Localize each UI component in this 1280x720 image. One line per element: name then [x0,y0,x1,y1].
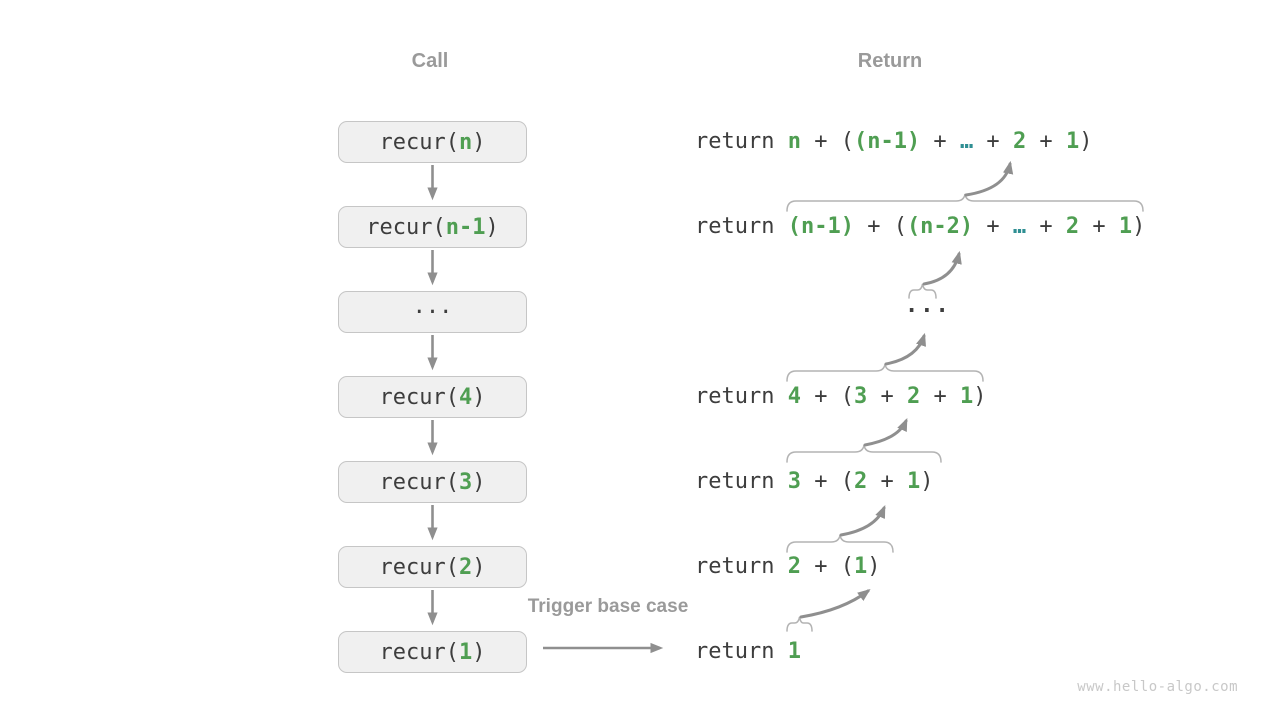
brace-line-6 [786,534,894,553]
return-arrow-6-to-5 [839,505,886,537]
call-box: recur(2) [338,546,527,588]
return-arrow-dots-to-2 [922,250,962,286]
code-segment: 2 [787,554,801,579]
code-segment: recur( [379,469,459,495]
code-segment: + [973,129,1013,154]
code-segment: 1 [906,469,921,494]
return-line: return n + ((n-1) + … + 2 + 1) [695,126,1092,158]
code-segment: (n-1) [853,129,921,154]
code-segment: + [920,384,960,409]
code-segment: return [695,469,788,494]
call-box: ··· [338,291,527,333]
code-segment: ) [1079,129,1093,154]
code-segment: + [867,384,907,409]
code-segment: 2 [906,384,921,409]
code-segment: ) [1132,214,1146,239]
code-segment: 4 [787,384,801,409]
return-arrow-2-to-1 [964,160,1014,197]
code-segment: 2 [458,554,473,580]
return-line: ··· [905,296,951,328]
code-segment: ) [472,384,486,410]
code-segment: recur( [366,214,446,240]
code-segment: recur( [379,554,459,580]
code-segment: return [695,639,788,664]
return-line: return 4 + (3 + 2 + 1) [695,381,986,413]
code-segment: + ( [800,469,854,494]
code-segment: return [695,554,788,579]
code-segment: 1 [959,384,974,409]
code-segment: ) [472,639,486,665]
call-box: recur(1) [338,631,527,673]
code-segment: 1 [458,639,473,665]
code-segment: + ( [853,214,907,239]
code-segment: + [1079,214,1119,239]
code-segment: ) [867,554,881,579]
code-segment: ) [485,214,499,240]
code-segment: ) [920,469,934,494]
code-segment: ··· [905,299,951,324]
return-arrow-4-to-dots [884,332,926,366]
code-segment: 1 [1118,214,1133,239]
code-segment: return [695,214,788,239]
brace-line-5 [786,444,942,463]
code-segment: ) [472,469,486,495]
return-arrow-5-to-4 [863,418,908,447]
code-segment: 2 [1012,129,1027,154]
code-segment: + [973,214,1013,239]
code-segment: recur( [379,129,459,155]
code-segment: ) [472,554,486,580]
brace-line-4 [786,363,984,382]
return-value-arrows [799,160,1014,619]
code-segment: 3 [458,469,473,495]
code-segment: + ( [800,129,854,154]
code-segment: recur( [379,639,459,665]
code-segment: recur( [379,384,459,410]
code-segment: ··· [412,299,453,325]
trigger-base-case-label: Trigger base case [527,596,689,617]
code-segment: 1 [787,639,801,664]
code-segment: 4 [458,384,473,410]
code-segment: return [695,129,788,154]
call-box: recur(n) [338,121,527,163]
code-segment: ) [472,129,486,155]
code-segment: 1 [853,554,868,579]
code-segment: 2 [1065,214,1080,239]
call-column-header: Call [411,50,449,72]
call-box: recur(4) [338,376,527,418]
code-segment: 2 [853,469,868,494]
brace-line-2 [786,193,1144,212]
code-segment: (n-2) [906,214,974,239]
call-box: recur(3) [338,461,527,503]
code-segment: + [1026,214,1066,239]
return-line: return (n-1) + ((n-2) + … + 2 + 1) [695,211,1145,243]
code-segment: … [959,129,974,154]
return-line: return 1 [695,636,801,668]
code-segment: + ( [800,554,854,579]
code-segment: n [458,129,473,155]
code-segment: 3 [853,384,868,409]
return-arrow-7-to-6 [799,589,871,619]
code-segment: + ( [800,384,854,409]
code-segment: return [695,384,788,409]
code-segment: + [1026,129,1066,154]
code-segment: 1 [1065,129,1080,154]
return-line: return 2 + (1) [695,551,880,583]
return-line: return 3 + (2 + 1) [695,466,933,498]
watermark: www.hello-algo.com [1077,679,1238,695]
return-column-header: Return [857,50,923,72]
code-segment: + [867,469,907,494]
brace-line-7 [786,616,813,632]
code-segment: ) [973,384,987,409]
code-segment: + [920,129,960,154]
code-segment: n [787,129,801,154]
call-box: recur(n-1) [338,206,527,248]
code-segment: … [1012,214,1027,239]
code-segment: n-1 [445,214,486,240]
code-segment: (n-1) [787,214,854,239]
code-segment: 3 [787,469,801,494]
